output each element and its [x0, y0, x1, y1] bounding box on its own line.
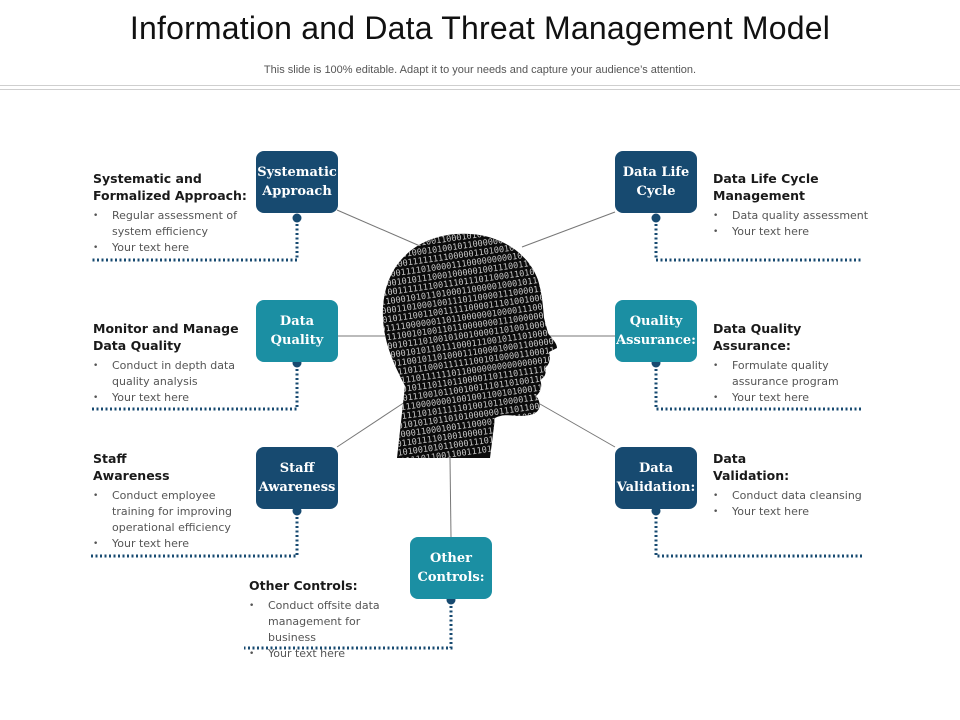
bullet-item: Your text here [713, 224, 873, 240]
connector-lines [336, 209, 616, 538]
text-block-heading: Monitor and Manage Data Quality [93, 321, 239, 353]
node-box-quality: Data Quality [256, 300, 338, 362]
leader-dot-lifecycle [651, 213, 661, 223]
bullet-item: Regular assessment of system efficiency [93, 208, 253, 240]
text-block-other: Other Controls: Conduct offsite data mana… [249, 577, 409, 662]
node-box-assurance: Quality Assurance: [615, 300, 697, 362]
text-block-quality: Monitor and Manage Data QualityConduct i… [93, 320, 253, 406]
node-box-systematic: Systematic Approach [256, 151, 338, 213]
node-box-other: Other Controls: [410, 537, 492, 599]
connector-line-staff [336, 401, 406, 448]
text-block-heading: Data Quality Assurance: [713, 321, 802, 353]
dotted-leader-assurance [654, 369, 862, 411]
head-binary-icon: 0100010110011000101000110010011001001001… [382, 233, 557, 458]
page-title: Information and Data Threat Management M… [129, 10, 831, 46]
bullet-item: Conduct in depth data quality analysis [93, 358, 253, 390]
connector-line-lifecycle [521, 211, 616, 248]
node-box-staff: Staff Awareness [256, 447, 338, 509]
bullet-item: Your text here [93, 536, 253, 552]
dotted-leader-lines [90, 213, 862, 650]
text-block-heading: Data Validation: [713, 451, 790, 483]
text-block-assurance: Data Quality Assurance: Formulate quality… [713, 320, 873, 406]
text-block-lifecycle: Data Life Cycle ManagementData quality a… [713, 170, 873, 240]
bullet-list: Formulate quality assurance programYour … [713, 358, 873, 406]
bullet-item: Conduct offsite data management for busi… [249, 598, 409, 646]
bullet-item: Your text here [93, 390, 253, 406]
text-block-heading: Staff Awareness [93, 451, 170, 483]
bullet-item: Conduct employee training for improving … [93, 488, 253, 536]
connector-line-validation [539, 403, 616, 448]
dotted-leader-lifecycle [654, 224, 862, 262]
connector-line-other [449, 457, 452, 538]
bullet-list: Regular assessment of system efficiencyY… [93, 208, 253, 256]
node-box-lifecycle: Data Life Cycle [615, 151, 697, 213]
connector-line-systematic [336, 209, 421, 247]
bullet-list: Data quality assessmentYour text here [713, 208, 873, 240]
bullet-item: Your text here [93, 240, 253, 256]
bullet-item: Your text here [713, 504, 873, 520]
leader-dot-systematic [292, 213, 302, 223]
dotted-leader-staff [90, 517, 299, 558]
bullet-item: Your text here [249, 646, 409, 662]
text-block-validation: Data Validation: Conduct data cleansingYo… [713, 450, 873, 520]
text-block-heading: Other Controls: [249, 578, 358, 593]
bullet-item: Data quality assessment [713, 208, 873, 224]
dotted-leader-validation [654, 517, 862, 558]
bullet-list: Conduct employee training for improving … [93, 488, 253, 552]
header-divider [0, 85, 960, 86]
text-block-heading: Data Life Cycle Management [713, 171, 819, 203]
bullet-list: Conduct data cleansingYour text here [713, 488, 873, 520]
header-divider [0, 89, 960, 90]
dotted-leader-systematic [90, 224, 299, 262]
bullet-item: Your text here [713, 390, 873, 406]
bullet-list: Conduct in depth data quality analysisYo… [93, 358, 253, 406]
bullet-item: Formulate quality assurance program [713, 358, 873, 390]
text-block-staff: Staff AwarenessConduct employee training… [93, 450, 253, 552]
text-block-heading: Systematic and Formalized Approach: [93, 171, 247, 203]
node-box-validation: Data Validation: [615, 447, 697, 509]
text-block-systematic: Systematic and Formalized Approach: Regul… [93, 170, 253, 256]
page-subtitle: This slide is 100% editable. Adapt it to… [263, 64, 697, 76]
bullet-item: Conduct data cleansing [713, 488, 873, 504]
bullet-list: Conduct offsite data management for busi… [249, 598, 409, 662]
